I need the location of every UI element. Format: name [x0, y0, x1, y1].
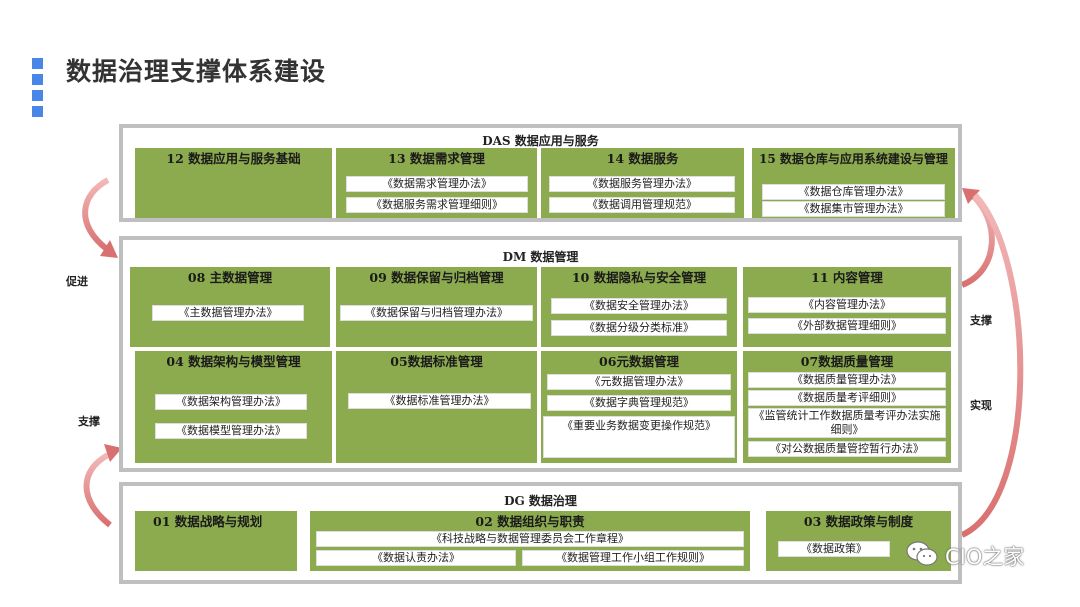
- watermark-text: CIO之家: [945, 545, 1025, 569]
- doc-item: 《外部数据管理细则》: [748, 318, 946, 334]
- left-bottom-arrow: [83, 452, 112, 528]
- doc-item: 《数据服务需求管理细则》: [346, 197, 528, 213]
- das-cell-14: 14 数据服务 《数据服务管理办法》 《数据调用管理规范》: [541, 148, 744, 218]
- cell-title: 11 内容管理: [811, 270, 883, 285]
- wechat-icon: [905, 540, 939, 568]
- doc-item: 《元数据管理办法》: [547, 374, 731, 390]
- dm-cell-08: 08 主数据管理 《主数据管理办法》: [130, 267, 330, 347]
- cell-title: 10 数据隐私与安全管理: [571, 270, 707, 285]
- doc-item: 《监管统计工作数据质量考评办法实施细则》: [748, 408, 946, 438]
- left-bottom-arrowhead: [104, 444, 122, 462]
- label-realize: 实现: [970, 399, 992, 412]
- dg-cell-01: 01 数据战略与规划: [135, 511, 297, 571]
- dg-cell-03: 03 数据政策与制度 《数据政策》: [766, 511, 951, 571]
- dg-cell-02: 02 数据组织与职责 《科技战略与数据管理委员会工作章程》 《数据认责办法》 《…: [310, 511, 750, 571]
- cell-title: 12 数据应用与服务基础: [166, 151, 301, 166]
- cell-title: 14 数据服务: [606, 151, 679, 166]
- doc-item: 《数据调用管理规范》: [549, 197, 735, 213]
- dm-cell-04: 04 数据架构与模型管理 《数据架构管理办法》 《数据模型管理办法》: [135, 351, 332, 463]
- title-bullet-4: [32, 106, 43, 117]
- doc-item: 《数据仓库管理办法》: [762, 184, 945, 200]
- cell-title: 09 数据保留与归档管理: [369, 270, 504, 285]
- label-support-left: 支撑: [78, 415, 100, 428]
- page-title: 数据治理支撑体系建设: [66, 57, 327, 86]
- title-bullet-2: [32, 74, 43, 85]
- cell-title: 06元数据管理: [599, 354, 679, 369]
- title-bullet-3: [32, 90, 43, 101]
- doc-item: 《数据架构管理办法》: [155, 394, 307, 410]
- doc-item: 《科技战略与数据管理委员会工作章程》: [316, 531, 744, 547]
- cell-title: 07数据质量管理: [800, 354, 894, 369]
- doc-item: 《数据质量考评细则》: [748, 390, 946, 406]
- cell-title: 05数据标准管理: [390, 354, 483, 369]
- doc-item: 《重要业务数据变更操作规范》: [543, 416, 735, 458]
- doc-item: 《数据管理工作小组工作规则》: [522, 550, 744, 566]
- left-top-arrow: [82, 177, 110, 253]
- dm-cell-11: 11 内容管理 《内容管理办法》 《外部数据管理细则》: [743, 267, 951, 347]
- right-top-arrowhead: [962, 188, 980, 204]
- doc-item: 《数据安全管理办法》: [551, 298, 727, 314]
- label-support-right: 支撑: [970, 314, 992, 327]
- title-bullet-1: [32, 58, 43, 69]
- dm-cell-06: 06元数据管理 《元数据管理办法》 《数据字典管理规范》 《重要业务数据变更操作…: [541, 351, 737, 463]
- cell-title: 13 数据需求管理: [388, 151, 485, 166]
- doc-item: 《数据标准管理办法》: [348, 393, 531, 409]
- das-cell-15: 15 数据仓库与应用系统建设与管理 《数据仓库管理办法》 《数据集市管理办法》: [752, 148, 955, 218]
- cell-title: 15 数据仓库与应用系统建设与管理: [759, 152, 948, 166]
- left-top-arrowhead: [100, 240, 118, 258]
- cell-title: 01 数据战略与规划: [153, 514, 263, 529]
- doc-item: 《数据集市管理办法》: [762, 201, 945, 217]
- label-promote: 促进: [66, 275, 88, 288]
- doc-item: 《数据模型管理办法》: [155, 423, 307, 439]
- dg-layer-title: DG 数据治理: [504, 494, 577, 508]
- doc-item: 《数据政策》: [778, 541, 890, 557]
- dm-cell-09: 09 数据保留与归档管理 《数据保留与归档管理办法》: [336, 267, 537, 347]
- doc-item: 《对公数据质量管控暂行办法》: [748, 441, 946, 457]
- doc-item: 《数据保留与归档管理办法》: [340, 305, 533, 321]
- cell-title: 08 主数据管理: [187, 270, 273, 285]
- right-bottom-arrow: [960, 192, 1024, 538]
- das-cell-12: 12 数据应用与服务基础: [135, 148, 332, 218]
- dm-cell-05: 05数据标准管理 《数据标准管理办法》: [336, 351, 537, 463]
- das-cell-13: 13 数据需求管理 《数据需求管理办法》 《数据服务需求管理细则》: [336, 148, 537, 218]
- doc-item: 《数据质量管理办法》: [748, 372, 946, 388]
- dm-cell-10: 10 数据隐私与安全管理 《数据安全管理办法》 《数据分级分类标准》: [541, 267, 737, 347]
- doc-item: 《内容管理办法》: [748, 297, 946, 313]
- cell-title: 03 数据政策与制度: [803, 514, 914, 529]
- das-layer-title: DAS 数据应用与服务: [482, 134, 599, 148]
- doc-item: 《数据认责办法》: [316, 550, 516, 566]
- doc-item: 《数据分级分类标准》: [551, 320, 727, 336]
- dm-layer-title: DM 数据管理: [502, 250, 579, 264]
- cell-title: 02 数据组织与职责: [475, 514, 585, 529]
- cell-title: 04 数据架构与模型管理: [166, 354, 301, 369]
- dm-cell-07: 07数据质量管理 《数据质量管理办法》 《数据质量考评细则》 《监管统计工作数据…: [743, 351, 951, 463]
- doc-item: 《数据字典管理规范》: [547, 395, 731, 411]
- doc-item: 《数据需求管理办法》: [346, 176, 528, 192]
- doc-item: 《数据服务管理办法》: [549, 176, 735, 192]
- doc-item: 《主数据管理办法》: [152, 305, 304, 321]
